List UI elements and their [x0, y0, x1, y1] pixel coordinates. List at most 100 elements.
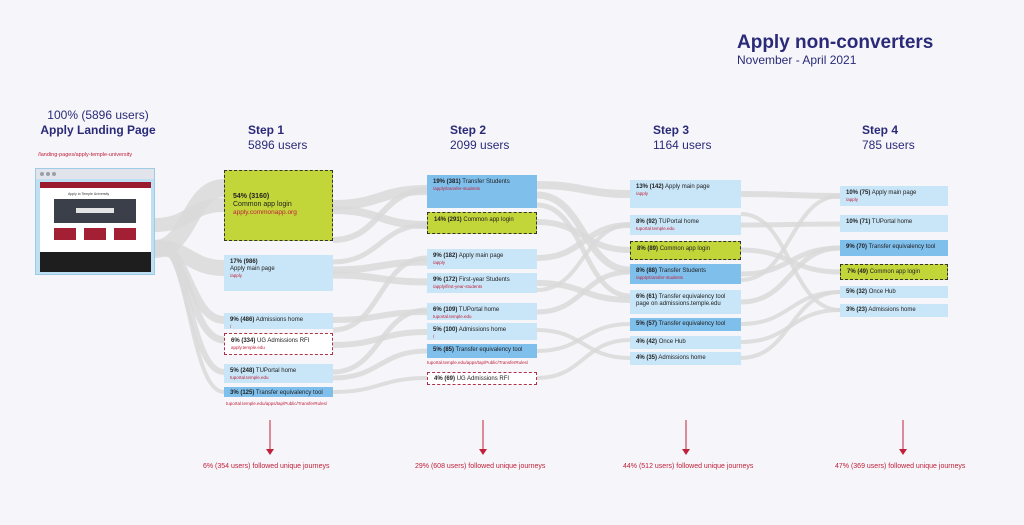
node-label: 4% (42) Once Hub [636, 339, 735, 346]
step-2-node: 9% (172) First-year Students/apply/first… [427, 273, 537, 293]
node-label: 13% (142) Apply main page [636, 184, 735, 191]
node-url: / [230, 324, 232, 329]
node-url: apply.commonapp.org [233, 209, 297, 216]
node-label: 3% (23) Admissions home [846, 307, 942, 314]
node-name: Admissions home [255, 317, 304, 323]
step-1-tool-url: tuportal.temple.edu/apps/tap/Public/Tran… [226, 401, 328, 406]
node-url: tuportal.temple.edu [636, 226, 675, 231]
node-label: 6% (109) TUPortal home [433, 307, 531, 314]
flow-ribbon [332, 222, 428, 265]
step-2-node: 14% (291) Common app login [427, 212, 537, 234]
node-name: Common app login [659, 246, 711, 252]
flow-ribbon [740, 191, 841, 199]
step-1-title: Step 1 [248, 123, 285, 137]
node-name: Apply main page [458, 253, 504, 259]
step-4-unique-journeys: 47% (369 users) followed unique journeys [835, 463, 966, 470]
step-3-title: Step 3 [653, 123, 690, 137]
landing-url: /landing-pages/apply-temple-university [38, 152, 133, 158]
flow-ribbon [740, 194, 841, 282]
node-percentage: 9% (486) [230, 317, 255, 323]
flow-ribbon [536, 223, 631, 292]
flow-ribbon [536, 191, 631, 274]
node-url: /apply/transfer-students [433, 186, 481, 191]
node-label: 7% (49) Common app login [847, 269, 941, 276]
flow-ribbon [332, 271, 428, 286]
node-label: 10% (75) Apply main page [846, 190, 942, 197]
node-name: Transfer equivalency tool [658, 294, 726, 300]
node-label: 19% (381) Transfer Students [433, 179, 531, 186]
flow-ribbon [740, 212, 841, 312]
window-dot-icon [52, 172, 56, 176]
node-name: Once Hub [868, 289, 896, 295]
page-subtitle: November - April 2021 [737, 53, 857, 67]
down-arrow-icon [266, 420, 274, 455]
step-4-node: 10% (75) Apply main page/apply [840, 186, 948, 206]
down-arrow-icon [479, 420, 487, 455]
node-label: 5% (100) Admissions home [433, 327, 531, 334]
flow-ribbon [740, 245, 841, 305]
preview-header [40, 182, 151, 188]
node-url: tuportal.temple.edu [433, 314, 472, 319]
preview-footer [40, 252, 151, 272]
flow-ribbon [536, 269, 631, 315]
node-percentage: 5% (32) [846, 289, 868, 295]
step-2-node: 4% (69) UG Admissions RFI [427, 372, 537, 385]
step-4-node: 9% (70) Transfer equivalency tool [840, 240, 948, 256]
node-name: Once Hub [658, 339, 686, 345]
node-label: 4% (35) Admissions home [636, 355, 735, 362]
step-2-node: 9% (182) Apply main page/apply [427, 249, 537, 269]
node-url: tuportal.temple.edu [230, 375, 269, 380]
node-name: Transfer equivalency tool [455, 347, 523, 353]
node-name: Transfer Students [658, 268, 707, 274]
node-name: Apply main page [230, 266, 275, 272]
node-url: apply.temple.edu [231, 345, 265, 350]
browser-bar [36, 169, 154, 179]
node-label: 5% (85) Transfer equivalency tool [433, 347, 531, 354]
flow-ribbon [154, 198, 225, 232]
node-percentage: 4% (69) [434, 376, 456, 382]
node-label: 14% (291) Common app login [434, 217, 530, 224]
node-percentage: 10% (75) [846, 190, 871, 196]
step-2-node: 5% (100) Admissions home/ [427, 323, 537, 340]
flow-ribbon [332, 348, 428, 381]
node-label: 6% (61) Transfer equivalency tool [636, 294, 735, 301]
node-percentage: 54% (3160) [233, 193, 270, 200]
node-label: 8% (92) TUPortal home [636, 219, 735, 226]
node-name-line2: page on admissions.temple.edu [636, 301, 721, 307]
step-2-unique-journeys: 29% (608 users) followed unique journeys [415, 463, 546, 470]
node-url: /apply [846, 197, 859, 202]
step-3-node: 13% (142) Apply main page/apply [630, 180, 741, 208]
node-url: / [433, 334, 435, 339]
step-4-node: 3% (23) Admissions home [840, 304, 948, 317]
node-url: /apply [230, 273, 243, 278]
node-percentage: 19% (381) [433, 179, 461, 185]
flow-ribbon [740, 290, 841, 360]
down-arrow-icon [899, 420, 907, 455]
node-name: TUPortal home [458, 307, 500, 313]
node-label: 4% (69) UG Admissions RFI [434, 376, 530, 383]
node-percentage: 4% (35) [636, 355, 658, 361]
landing-page-preview: Apply to Temple University [40, 182, 151, 272]
step-2-title: Step 2 [450, 123, 487, 137]
node-label: 9% (172) First-year Students [433, 277, 531, 284]
node-name: Apply main page [871, 190, 917, 196]
node-percentage: 3% (23) [846, 307, 868, 313]
landing-page-thumbnail: Apply to Temple University [35, 168, 155, 275]
window-dot-icon [46, 172, 50, 176]
flow-ribbon [154, 240, 225, 394]
step-3-unique-journeys: 44% (512 users) followed unique journeys [623, 463, 754, 470]
landing-title: Apply Landing Page [40, 123, 156, 137]
node-percentage: 13% (142) [636, 184, 664, 190]
node-label: 54% (3160)Common app login [233, 193, 324, 209]
node-name: Common app login [463, 217, 514, 223]
landing-percentage: 100% (5896 users) [47, 108, 149, 122]
step-2-tool-url: tuportal.temple.edu/apps/tap/Public/Tran… [427, 360, 529, 365]
node-percentage: 5% (100) [433, 327, 458, 333]
step-2-node: 19% (381) Transfer Students/apply/transf… [427, 175, 537, 208]
flow-ribbon [536, 181, 631, 198]
flow-ribbon [536, 338, 631, 380]
step-3-users: 1164 users [653, 138, 712, 152]
